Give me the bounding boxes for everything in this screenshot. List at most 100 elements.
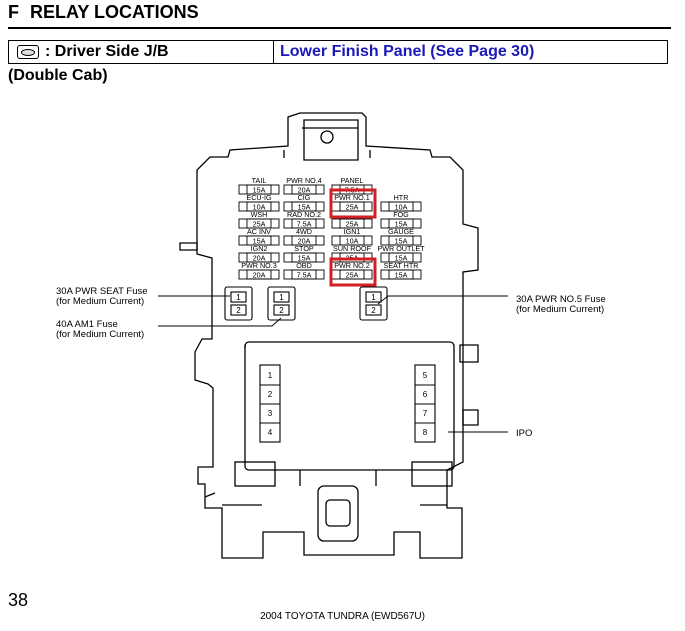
pwr5-callout-sub: (for Medium Current) — [516, 304, 604, 315]
fuse-amperage: 20A — [298, 237, 311, 246]
fuse-label: PWR NO.1 — [334, 193, 370, 202]
title-rule — [8, 27, 671, 29]
relay-columns — [259, 364, 436, 443]
fuse-amperage: 15A — [298, 203, 311, 212]
relay-pin-label: 4 — [268, 428, 273, 437]
fuse-window — [291, 184, 317, 195]
highlight-pwr-no1 — [329, 188, 377, 219]
relay-pin-label: 1 — [268, 371, 273, 380]
fuse-window — [291, 252, 317, 263]
fuse-window — [388, 269, 414, 280]
fuse-window — [246, 252, 272, 263]
fuse-amperage: 25A — [346, 220, 359, 229]
fuse-window — [339, 218, 365, 229]
fuse-window — [291, 201, 317, 212]
fuse-amperage: 10A — [253, 203, 266, 212]
fuse-label: IGN1 — [344, 227, 361, 236]
ipo-relay-block — [234, 341, 455, 542]
fuse-window — [246, 201, 272, 212]
page-number: 38 — [8, 590, 29, 610]
fuse-label: CIG — [298, 193, 311, 202]
fuse-slot: RAD NO.27.5A — [283, 210, 325, 229]
fuse-amperage: 15A — [395, 237, 408, 246]
fuse-amperage: 25A — [346, 203, 359, 212]
fuse-label: FOG — [393, 210, 409, 219]
fuse-window — [291, 235, 317, 246]
section-title-text: RELAY LOCATIONS — [30, 2, 199, 22]
ipo-callout: IPO — [516, 428, 532, 439]
callout-leaders — [158, 295, 508, 433]
fuse-label: PWR NO.3 — [241, 261, 277, 270]
fuse-window — [339, 269, 365, 280]
fuse-label: 4WD — [296, 227, 312, 236]
fuse-amperage: 25A — [346, 271, 359, 280]
relay-pin-label: 6 — [423, 390, 428, 399]
fuse-amperage: 15A — [395, 220, 408, 229]
fuse-window — [291, 218, 317, 229]
fuse-slot: 25A — [331, 218, 373, 229]
fuse-window — [339, 201, 365, 212]
pin-label: 1 — [236, 293, 241, 302]
pwr-seat-callout-sub: (for Medium Current) — [56, 296, 144, 307]
jb-location-link[interactable]: Lower Finish Panel (See Page 30) — [280, 43, 535, 60]
pin-label: 2 — [279, 306, 284, 315]
fuse-label: AC INV — [247, 227, 271, 236]
page-footer: 2004 TOYOTA TUNDRA (EWD567U) — [260, 611, 425, 622]
jb-housing — [179, 112, 479, 559]
cab-label: (Double Cab) — [8, 67, 108, 84]
highlight-pwr-no2 — [329, 257, 377, 287]
fuse-label: SEAT HTR — [384, 261, 419, 270]
fuse-amperage: 25A — [253, 220, 266, 229]
fuse-amperage: 15A — [395, 254, 408, 263]
fuse-window — [246, 184, 272, 195]
fuse-label: HTR — [394, 193, 409, 202]
fuse-window — [388, 235, 414, 246]
section-title: F RELAY LOCATIONS — [8, 2, 199, 23]
fuse-window — [246, 235, 272, 246]
pwr5-callout: 30A PWR NO.5 Fuse — [516, 294, 606, 305]
fuse-amperage: 10A — [346, 237, 359, 246]
relay-pin-label: 7 — [423, 409, 428, 418]
am1-callout: 40A AM1 Fuse — [56, 319, 118, 330]
fuse-amperage: 15A — [253, 186, 266, 195]
fuse-label: STOP — [294, 244, 314, 253]
fuse-label: OBD — [296, 261, 312, 270]
medium-current-fuses — [224, 286, 388, 321]
fuse-amperage: 15A — [395, 271, 408, 280]
fuse-amperage: 20A — [253, 254, 266, 263]
fuse-label: GAUGE — [388, 227, 414, 236]
pin-label: 2 — [371, 306, 376, 315]
fuse-label: PWR OUTLET — [377, 244, 425, 253]
jb-location-label: : Driver Side J/B — [9, 41, 274, 63]
fuse-label: PANEL — [340, 176, 363, 185]
fuse-amperage: 15A — [253, 237, 266, 246]
fuse-window — [291, 269, 317, 280]
fuse-amperage: 7.5A — [297, 271, 312, 280]
fuse-amperage: 15A — [298, 254, 311, 263]
fuse-window — [388, 201, 414, 212]
fuse-label: PWR NO.4 — [286, 176, 322, 185]
fuse-window — [388, 218, 414, 229]
relay-pin-label: 2 — [268, 390, 273, 399]
fuse-window — [246, 218, 272, 229]
section-letter: F — [8, 2, 19, 22]
fuse-label: PWR NO.2 — [334, 261, 370, 270]
fuse-window — [246, 269, 272, 280]
